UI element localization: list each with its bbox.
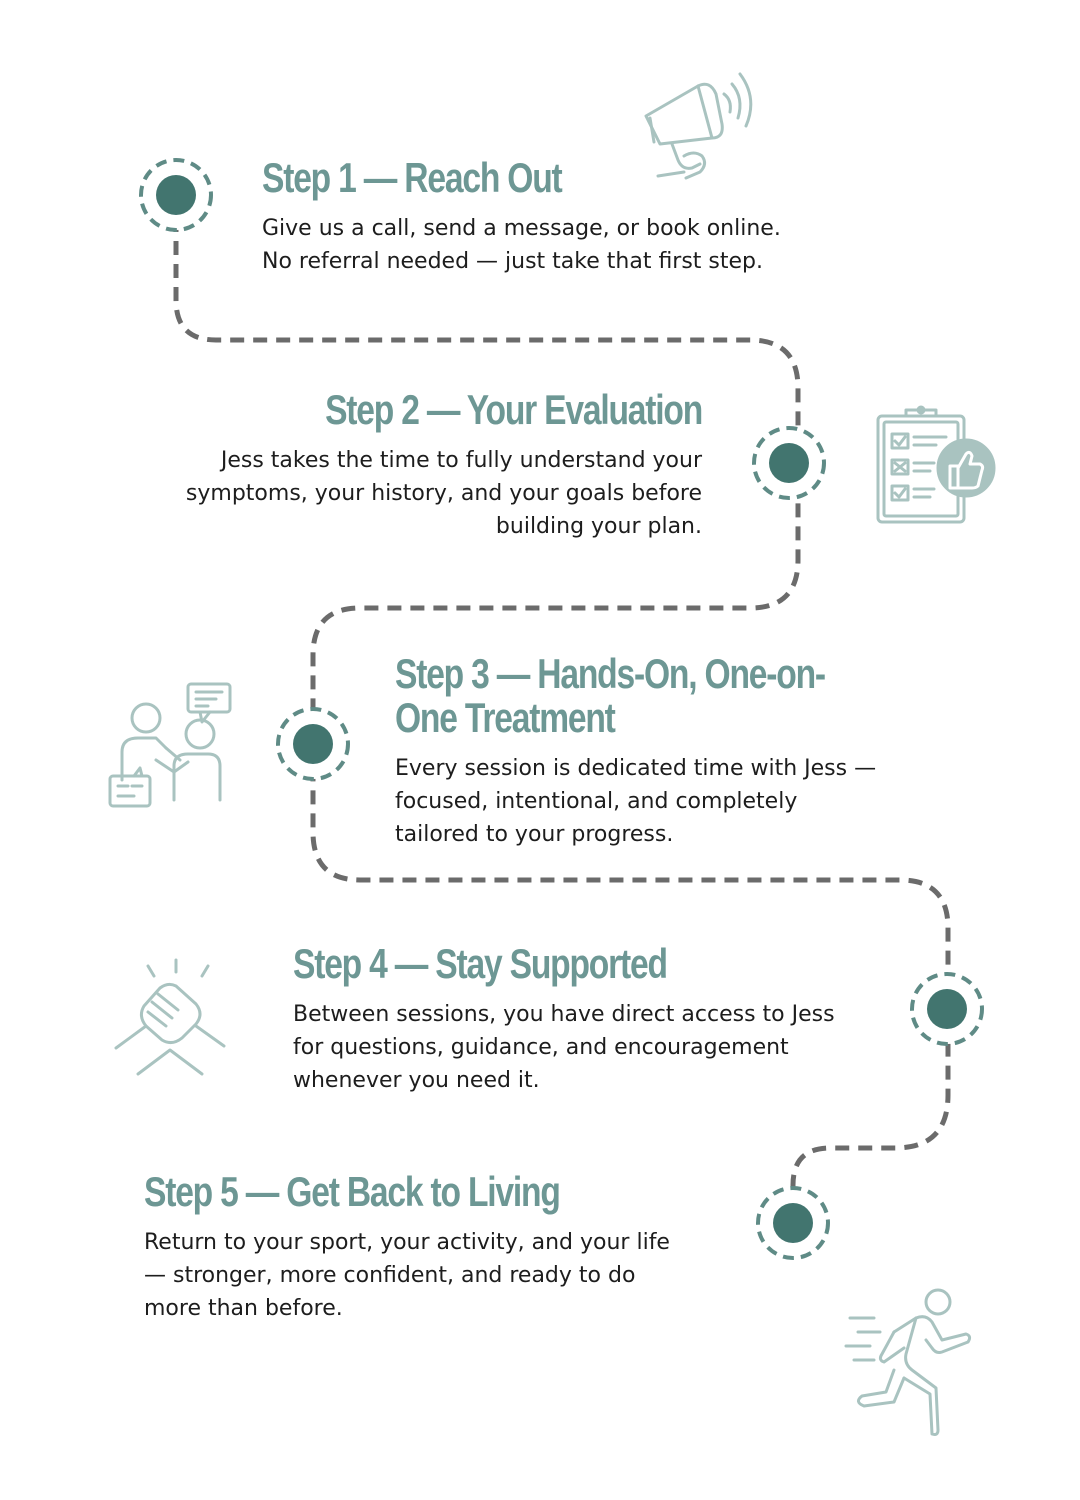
step-4-desc-line-1: Between sessions, you have direct access… <box>293 1002 835 1027</box>
step-3-desc-line-1: Every session is dedicated time with Jes… <box>395 756 877 781</box>
megaphone-icon <box>644 72 753 180</box>
step-5-title: Step 5 — Get Back to Living <box>144 1168 561 1215</box>
step-4-title: Step 4 — Stay Supported <box>293 940 668 987</box>
step-5-desc-line-2: — stronger, more confident, and ready to… <box>144 1263 636 1288</box>
step-4: Step 4 — Stay Supported Between sessions… <box>293 942 835 1097</box>
step-1-desc-line-2: No referral needed — just take that firs… <box>262 249 764 274</box>
step-2-title: Step 2 — Your Evaluation <box>325 386 703 433</box>
step-2-desc-line-2: symptoms, your history, and your goals b… <box>185 481 702 506</box>
step-5-desc-line-1: Return to your sport, your activity, and… <box>144 1230 670 1255</box>
runner-icon <box>844 1288 972 1436</box>
step-5-desc-line-3: more than before. <box>144 1296 343 1321</box>
step-node-3 <box>276 707 350 781</box>
step-1-title: Step 1 — Reach Out <box>262 154 563 201</box>
step-5: Step 5 — Get Back to Living Return to yo… <box>144 1170 670 1325</box>
step-3-desc-line-3: tailored to your progress. <box>395 822 674 847</box>
clipboard-thumbs-up-icon <box>876 405 996 524</box>
step-4-desc-line-3: whenever you need it. <box>293 1068 540 1093</box>
step-1: Step 1 — Reach Out Give us a call, send … <box>262 156 781 278</box>
step-4-desc-line-2: for questions, guidance, and encourageme… <box>293 1035 789 1060</box>
step-node-1 <box>139 158 213 232</box>
handshake-icon <box>114 958 226 1076</box>
step-3-desc-line-2: focused, intentional, and completely <box>395 789 798 814</box>
step-2: Step 2 — Your Evaluation Jess takes the … <box>185 386 703 543</box>
step-3-title-line-1: Step 3 — Hands-On, One-on- <box>395 650 826 697</box>
step-node-5 <box>756 1186 830 1260</box>
consultation-icon <box>108 682 232 808</box>
step-3: Step 3 — Hands-On, One-on- One Treatment… <box>395 652 932 851</box>
step-1-desc-line-1: Give us a call, send a message, or book … <box>262 216 781 241</box>
step-2-desc-line-3: building your plan. <box>495 514 702 539</box>
step-2-desc-line-1: Jess takes the time to fully understand … <box>220 448 702 473</box>
step-3-title-line-2: One Treatment <box>395 694 616 741</box>
step-node-2 <box>752 426 826 500</box>
step-node-4 <box>910 972 984 1046</box>
